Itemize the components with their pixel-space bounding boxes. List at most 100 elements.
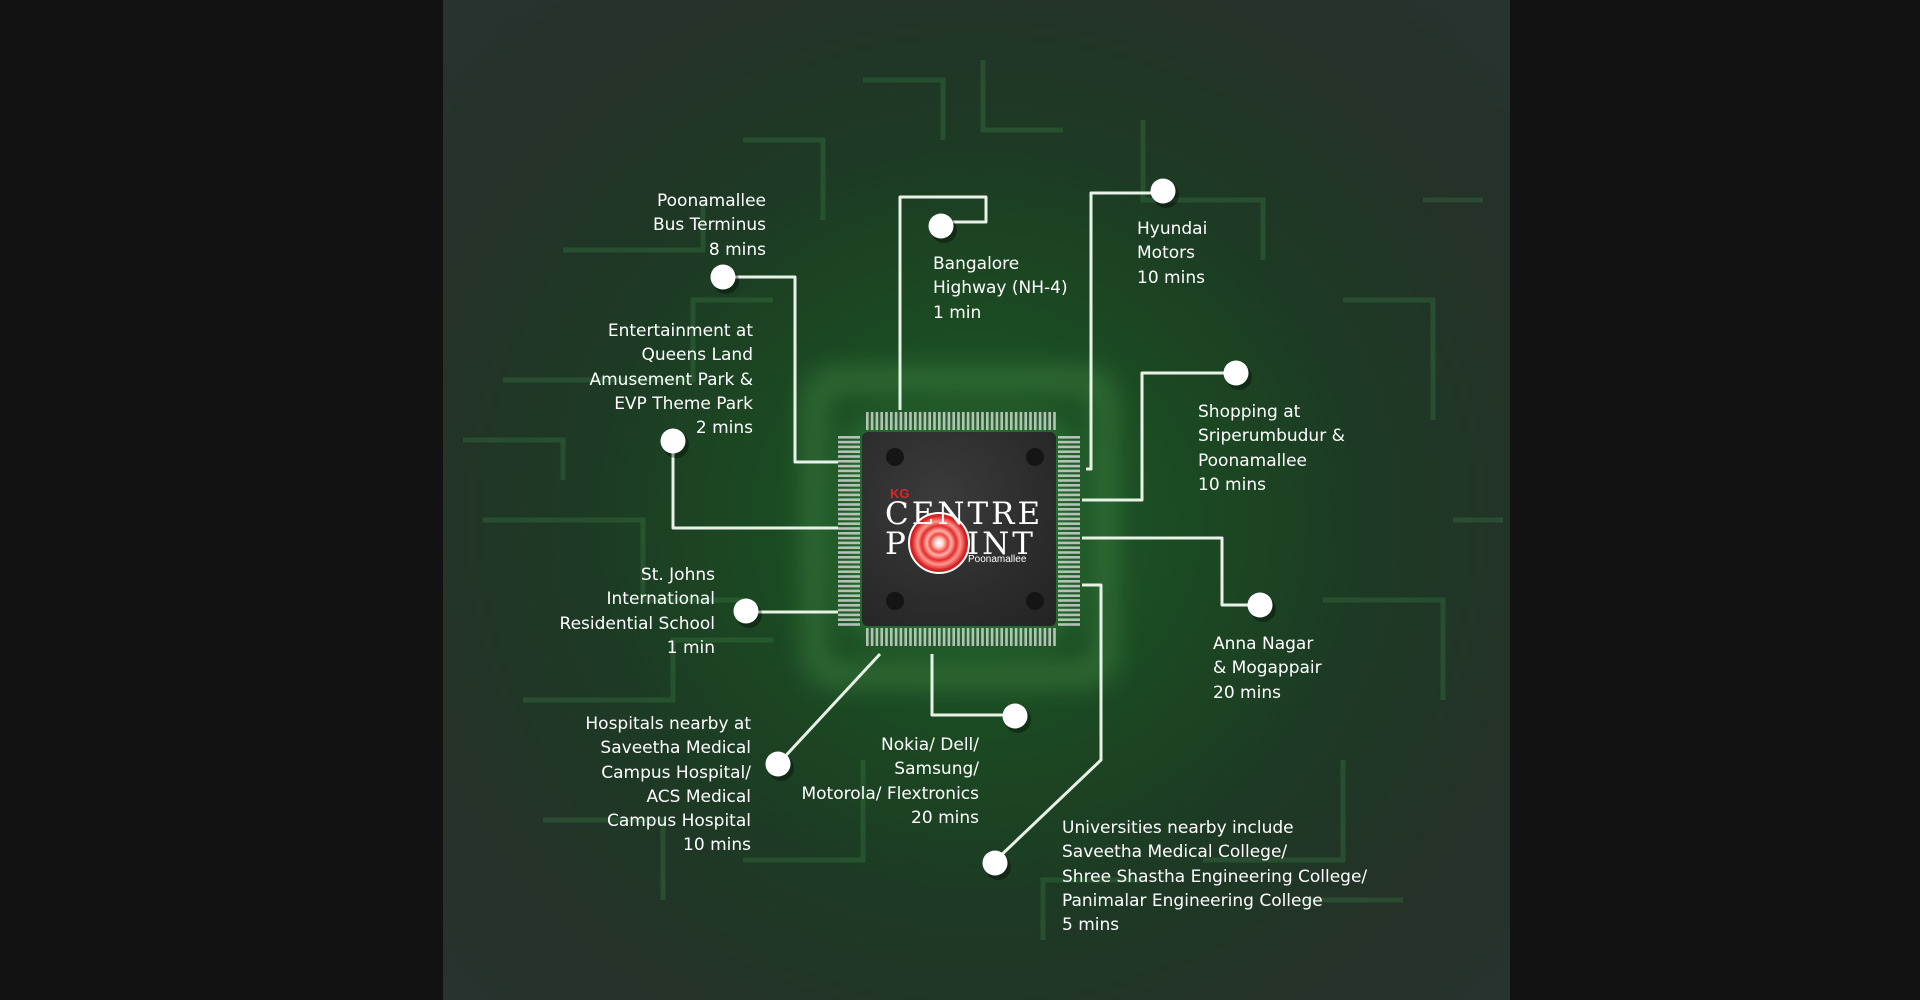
chip-pin [1005, 628, 1008, 646]
label-line: Poonamallee [1198, 450, 1307, 471]
chip-pin [838, 493, 860, 497]
chip-pin [1048, 412, 1051, 430]
chip-corner-hole [1026, 448, 1044, 466]
chip-pin [990, 628, 994, 646]
label-line: 1 min [933, 302, 982, 323]
label-line: Motors [1137, 243, 1195, 264]
chip-pin [976, 412, 979, 430]
chip-pin [1019, 628, 1023, 646]
chip-pin [1010, 412, 1013, 430]
label-shopping: Shopping at Sriperumbudur & Poonamallee … [1198, 400, 1345, 497]
chip-pin [986, 628, 989, 646]
chip-pin [838, 584, 860, 588]
chip-pin [933, 628, 936, 646]
label-line: Amusement Park & [589, 369, 753, 390]
chip-pin [880, 628, 883, 646]
chip-pin [838, 541, 860, 545]
label-line: Shopping at [1198, 402, 1301, 422]
chip-pin [1000, 412, 1003, 430]
label-line: Saveetha Medical [600, 738, 751, 759]
chip-pin [1058, 522, 1080, 525]
label-line: 5 mins [1062, 915, 1120, 936]
chip-pin [1029, 412, 1032, 430]
chip-pin [838, 546, 860, 549]
chip-pin [838, 565, 860, 569]
label-line: Anna Nagar [1213, 634, 1314, 654]
chip-pin [885, 628, 888, 646]
chip-pin [838, 527, 860, 530]
chip-corner-hole [886, 592, 904, 610]
chip-pin [904, 628, 907, 646]
chip-pin [838, 551, 860, 554]
chip-pin [962, 628, 965, 646]
chip-pin [1058, 508, 1080, 511]
chip-pin [1058, 580, 1080, 583]
chip-pin [1058, 503, 1080, 506]
chip-pin [1019, 412, 1023, 430]
chip-pin [1058, 536, 1080, 540]
chip-pin [947, 628, 951, 646]
chip-pin [942, 628, 946, 646]
label-line: St. Johns [640, 565, 715, 585]
connection-pad-icon [765, 751, 791, 777]
chip-pin [838, 522, 860, 525]
chip-pin [1058, 440, 1080, 444]
chip-pin [899, 412, 903, 430]
chip-pin [838, 560, 860, 564]
chip-pin [1010, 628, 1013, 646]
chip-pin [1058, 589, 1080, 593]
chip-pin [938, 412, 941, 430]
chip-pin [1058, 517, 1080, 521]
label-poonamallee-bus-terminus: Poonamallee Bus Terminus 8 mins [653, 189, 766, 262]
chip-pin [966, 628, 970, 646]
background-trace [1140, 120, 1266, 260]
label-hospitals: Hospitals nearby at Saveetha Medical Cam… [585, 712, 751, 858]
label-line: EVP Theme Park [614, 393, 753, 414]
chip-pin [838, 589, 860, 593]
label-line: Campus Hospital [606, 811, 751, 832]
chip-pin [838, 613, 860, 617]
label-electronics: Nokia/ Dell/ Samsung/ Motorola/ Flextron… [801, 733, 979, 830]
chip-pin [875, 628, 879, 646]
label-line: & Mogappair [1213, 658, 1322, 679]
label-line: ACS Medical [646, 786, 751, 807]
chip-pin [1058, 464, 1080, 468]
logo-o-target-icon [908, 512, 970, 574]
chip-pin [918, 412, 922, 430]
chip-pin [894, 628, 898, 646]
chip-pin [909, 628, 912, 646]
chip-pin [990, 412, 994, 430]
chip-pin [1058, 479, 1080, 482]
chip-pin [1058, 608, 1080, 612]
chip-pin [1058, 469, 1080, 473]
background-trace [1040, 877, 1143, 940]
chip-pin [1058, 604, 1080, 607]
background-trace [1203, 760, 1346, 863]
chip-pin [914, 412, 917, 430]
logo-word-centre: CENTRE [885, 496, 1044, 532]
chip-pin [928, 628, 931, 646]
chip-pin [966, 412, 970, 430]
chip-pin [957, 628, 960, 646]
chip-pin [914, 628, 917, 646]
chip-pin [1058, 575, 1080, 578]
chip-pin [838, 594, 860, 597]
chip-pin [995, 412, 999, 430]
label-line: Queens Land [641, 345, 753, 366]
chip-pin [838, 570, 860, 573]
chip-pin [923, 412, 927, 430]
chip-pin [838, 575, 860, 578]
connection-pad-icon [733, 598, 759, 624]
chip-pin [1058, 488, 1080, 492]
label-line: 10 mins [683, 835, 751, 856]
background-trace [563, 200, 706, 253]
chip-pin [838, 474, 860, 477]
chip-corner-hole [1026, 592, 1044, 610]
chip-pin [1029, 628, 1032, 646]
background-trace [743, 760, 866, 863]
label-universities: Universities nearby include Saveetha Med… [1062, 816, 1367, 937]
chip-pin [995, 628, 999, 646]
background-trace [523, 637, 773, 703]
label-entertainment: Entertainment at Queens Land Amusement P… [589, 319, 753, 440]
connection-pad-icon [982, 850, 1008, 876]
